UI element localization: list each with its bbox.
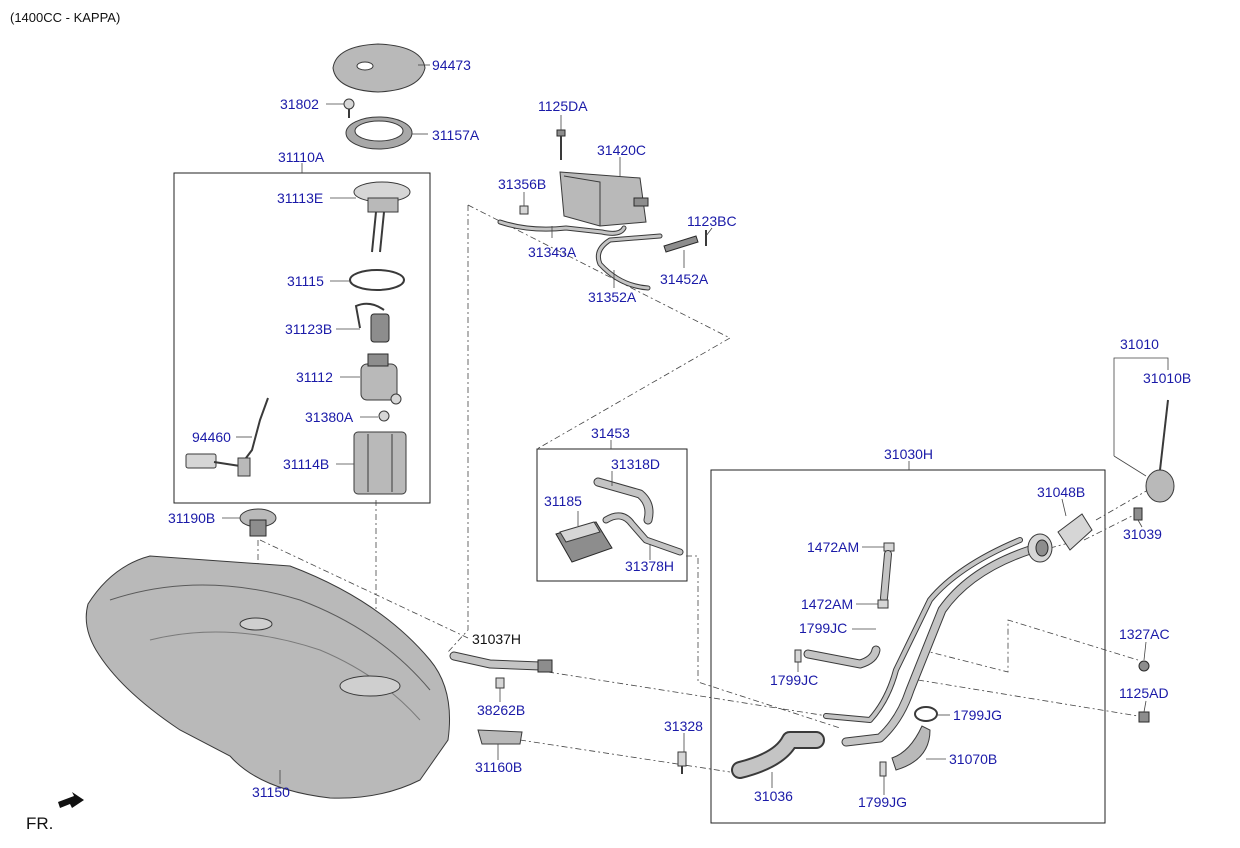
- part-label-31160b[interactable]: 31160B: [475, 759, 522, 775]
- part-label-1472am-1[interactable]: 1472AM: [807, 539, 859, 555]
- clip-illustration: [519, 205, 529, 215]
- o-ring-illustration: [349, 269, 405, 291]
- nut-ac-illustration: [1138, 660, 1150, 672]
- gasket-illustration: [1057, 513, 1093, 551]
- fuel-pump-illustration: [354, 302, 390, 343]
- part-label-31453[interactable]: 31453: [591, 425, 630, 441]
- part-label-31328[interactable]: 31328: [664, 718, 703, 734]
- breather-hose-illustration: [880, 550, 892, 602]
- part-label-31039[interactable]: 31039: [1123, 526, 1162, 542]
- part-label-94460[interactable]: 94460: [192, 429, 231, 445]
- front-direction-label: FR.: [26, 814, 53, 833]
- vent-hose-illustration: [497, 219, 627, 236]
- part-label-38262b[interactable]: 38262B: [477, 702, 525, 718]
- part-label-31010[interactable]: 31010: [1120, 336, 1159, 352]
- part-label-31343a[interactable]: 31343A: [528, 244, 577, 260]
- engine-label: (1400CC - KAPPA): [10, 10, 120, 25]
- part-label-31380a[interactable]: 31380A: [305, 409, 354, 425]
- filler-neck-illustration: [823, 533, 1053, 747]
- part-label-31185[interactable]: 31185: [544, 493, 582, 509]
- front-arrow-icon: [58, 792, 84, 808]
- part-label-31802[interactable]: 31802: [280, 96, 319, 112]
- part-label-31030h[interactable]: 31030H: [884, 446, 933, 462]
- part-label-31048b[interactable]: 31048B: [1037, 484, 1085, 500]
- pump-plate-illustration: [353, 181, 411, 253]
- part-label-31036[interactable]: 31036: [754, 788, 793, 804]
- hose-h-illustration: [602, 512, 684, 556]
- clamp-illustration: [677, 751, 687, 774]
- level-sender-illustration: [185, 397, 269, 477]
- part-label-31114b[interactable]: 31114B: [283, 456, 329, 472]
- part-label-31452a[interactable]: 31452A: [660, 271, 709, 287]
- part-label-1799jg-2[interactable]: 1799JG: [858, 794, 907, 810]
- jc-hose-illustration: [803, 645, 881, 669]
- part-label-31113e[interactable]: 31113E: [277, 190, 323, 206]
- part-label-94473[interactable]: 94473: [432, 57, 471, 73]
- part-label-31112[interactable]: 31112: [296, 369, 333, 385]
- clip-jg-illustration: [879, 761, 887, 777]
- part-label-1125ad[interactable]: 1125AD: [1119, 685, 1169, 701]
- part-label-1799jc-1[interactable]: 1799JC: [799, 620, 847, 636]
- part-label-1799jg-1[interactable]: 1799JG: [953, 707, 1002, 723]
- ring-jg-illustration: [914, 706, 938, 722]
- filler-hose-illustration: [731, 731, 825, 779]
- part-label-1125da[interactable]: 1125DA: [538, 98, 588, 114]
- part-label-31356b[interactable]: 31356B: [498, 176, 546, 192]
- part-label-31037h[interactable]: 31037H: [472, 631, 521, 647]
- leader-lines: [222, 64, 1169, 795]
- part-label-31150[interactable]: 31150: [252, 784, 290, 800]
- part-label-31378h[interactable]: 31378H: [625, 558, 674, 574]
- part-label-31010b[interactable]: 31010B: [1143, 370, 1191, 386]
- part-label-31420c[interactable]: 31420C: [597, 142, 646, 158]
- part-label-31318d[interactable]: 31318D: [611, 456, 660, 472]
- clip-am-2-illustration: [877, 599, 889, 609]
- part-label-31070b[interactable]: 31070B: [949, 751, 997, 767]
- part-label-1327ac[interactable]: 1327AC: [1119, 626, 1170, 642]
- fuel-filter-illustration: [360, 353, 402, 405]
- valve-illustration: [555, 521, 613, 563]
- vapor-hose-kit-box: [536, 448, 688, 582]
- part-label-31190b[interactable]: 31190B: [168, 510, 215, 526]
- nut-illustration: [343, 98, 355, 118]
- vapor-hose-illustration: [595, 233, 663, 291]
- canister-illustration: [559, 171, 649, 227]
- clip-jc-illustration: [794, 649, 802, 663]
- bracket-b-illustration: [477, 729, 523, 745]
- fuel-tank-illustration: [85, 555, 451, 799]
- screw-illustration: [1133, 507, 1143, 521]
- part-label-31110a[interactable]: 31110A: [278, 149, 325, 165]
- part-label-1472am-2[interactable]: 1472AM: [801, 596, 853, 612]
- part-label-1123bc[interactable]: 1123BC: [687, 213, 737, 229]
- pad-illustration: [332, 43, 426, 93]
- vent-pipe-illustration: [449, 651, 553, 673]
- protector-illustration: [891, 725, 931, 771]
- filler-cap-illustration: [1145, 399, 1175, 503]
- part-label-31115[interactable]: 31115: [287, 273, 324, 289]
- bolt-illustration: [556, 129, 566, 160]
- bracket-illustration: [663, 230, 707, 253]
- grommet-illustration: [378, 410, 390, 422]
- bolt-ad-illustration: [1138, 711, 1150, 723]
- part-label-1799jc-2[interactable]: 1799JC: [770, 672, 818, 688]
- part-label-31352a[interactable]: 31352A: [588, 289, 637, 305]
- lock-ring-illustration: [345, 116, 413, 150]
- clip-am-1-illustration: [883, 542, 895, 552]
- hose-d-illustration: [593, 477, 654, 525]
- part-label-31123b[interactable]: 31123B: [285, 321, 332, 337]
- reservoir-illustration: [353, 431, 407, 495]
- tank-cap-illustration: [239, 508, 277, 537]
- part-label-31157a[interactable]: 31157A: [432, 127, 480, 143]
- clip-b-illustration: [495, 677, 505, 689]
- filler-neck-assembly-box: [710, 469, 1106, 824]
